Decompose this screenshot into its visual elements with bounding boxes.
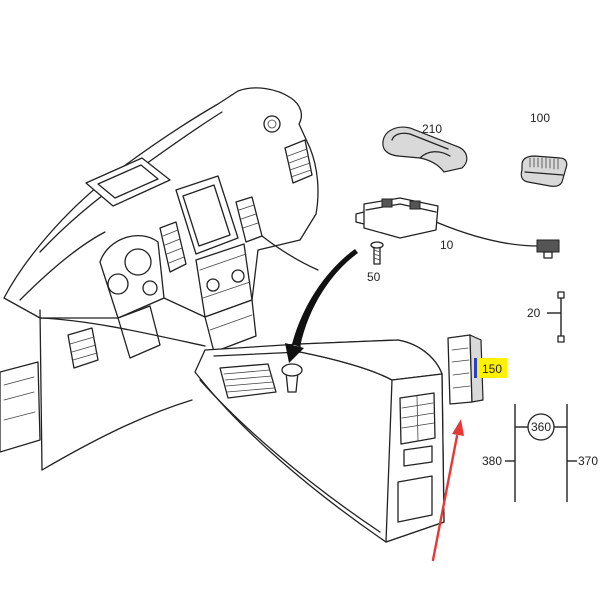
gauge-tachometer (124, 248, 152, 276)
knee-bolster-detail (3, 376, 36, 421)
instrument-cluster (99, 234, 165, 319)
gear-shifter (281, 363, 303, 393)
rear-vent-slats (401, 402, 435, 429)
console-tray-frame (219, 363, 277, 399)
callout-370: 370 (578, 454, 598, 468)
part-210-grip-curve (419, 151, 451, 159)
passenger-vent-slats (287, 148, 312, 178)
part-50-screw: 50 (367, 241, 384, 284)
part-10-top-edge (365, 203, 437, 213)
dash-speaker-ring (263, 115, 281, 133)
console-side-line (199, 379, 381, 533)
defroster-panel (85, 157, 171, 207)
passenger-lower-dash (261, 235, 319, 271)
gauge-right (142, 280, 158, 296)
red-arrow-head (452, 419, 464, 436)
climate-knob-left (206, 278, 220, 292)
callout-20: 20 (527, 306, 541, 320)
dash-speaker (263, 115, 281, 133)
gauge-left (107, 273, 129, 295)
rear-vent-divider (416, 395, 419, 442)
passenger-vent (284, 139, 313, 184)
part-10-clip-left (381, 198, 393, 208)
callout-360-circle (527, 413, 555, 441)
part-50-threads (373, 249, 381, 261)
part-150-front (447, 334, 473, 405)
black-arrow-head (285, 343, 304, 363)
center-vent-left-slats (162, 229, 185, 264)
console-tray (219, 363, 277, 399)
part-10-module: 10 (355, 197, 560, 259)
part-10-clip-right (409, 200, 421, 210)
defroster-inner (97, 164, 159, 199)
part-group-360: 360 380 370 (482, 404, 598, 502)
callout-10: 10 (440, 238, 454, 252)
black-pointer-arrow (285, 249, 358, 363)
part-20-bottom-cap (557, 335, 565, 343)
lower-stack-line (209, 314, 253, 331)
climate-panel-lines (199, 253, 251, 299)
callout-360: 360 (531, 420, 551, 434)
part-20-bracket: 20 (527, 291, 565, 343)
rear-console-vents (399, 392, 436, 467)
part-100-lower-edge (524, 171, 564, 176)
dash-lower-edge (39, 317, 206, 347)
red-pointer-arrow (431, 419, 464, 562)
callout-150-edge (474, 358, 477, 378)
callout-210: 210 (422, 122, 442, 136)
footwell-line (41, 399, 193, 471)
part-210-handle: 210 (382, 122, 468, 173)
part-100-trim: 100 (520, 111, 568, 187)
part-150-details (451, 347, 471, 389)
callout-380: 380 (482, 454, 502, 468)
black-arrow-shaft (292, 249, 358, 347)
part-10-side-tab (355, 211, 365, 225)
rear-control-panel (403, 445, 433, 467)
part-150-module: 150 (447, 334, 507, 405)
center-vent-right-slats (238, 204, 259, 229)
climate-knob-right (231, 269, 245, 283)
part-10-connector (536, 239, 560, 253)
part-100-body (520, 155, 568, 187)
part-10-cable (435, 221, 539, 247)
dash-speaker-core (267, 119, 277, 129)
callout-50: 50 (367, 270, 381, 284)
dashboard-crest-line (19, 231, 106, 301)
callout-100: 100 (530, 111, 550, 125)
center-stack (159, 175, 263, 353)
display-housing (175, 175, 239, 255)
dashboard-assembly (0, 87, 319, 471)
driver-vent (67, 327, 99, 369)
center-console (194, 339, 445, 543)
part-20-top-cap (557, 291, 565, 299)
gear-shifter-knob (281, 363, 303, 377)
callout-150: 150 (482, 362, 502, 376)
driver-vent-frame (67, 327, 99, 369)
part-210-body (382, 126, 468, 173)
part-50-head (370, 241, 384, 249)
red-arrow-shaft (431, 434, 459, 562)
part-10-connector-tip (543, 251, 553, 259)
rear-lower-opening (397, 475, 433, 523)
lower-center-stack (204, 299, 257, 353)
part-100-ribs (529, 157, 559, 170)
callout-150-highlight (477, 358, 507, 378)
part-210-inner-edge (391, 132, 449, 150)
display-screen (182, 184, 231, 247)
console-tray-ribs (223, 369, 275, 393)
knee-bolster (0, 361, 41, 453)
dash-left-end-panel (39, 309, 43, 471)
driver-vent-slats (69, 336, 98, 361)
